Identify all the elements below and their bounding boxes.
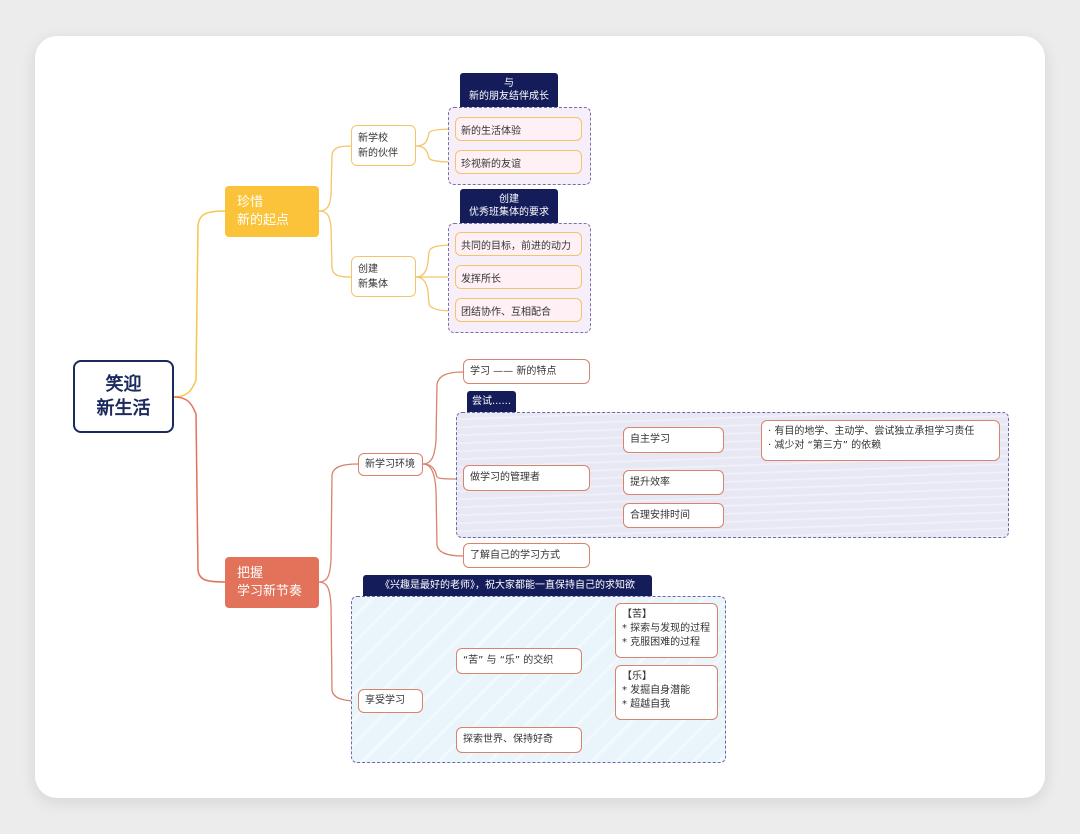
callout-tag-collective: 创建 优秀班集体的要求 [460,189,558,223]
leaf-time-planning[interactable]: 合理安排时间 [623,503,724,528]
note-bitter[interactable]: 【苦】 * 探索与发现的过程 * 克服困难的过程 [615,603,718,658]
leaf-value-friendship[interactable]: 珍视新的友谊 [455,150,582,174]
leaf-new-life[interactable]: 新的生活体验 [455,117,582,141]
leaf-common-goal[interactable]: 共同的目标，前进的动力 [455,232,582,256]
leaf-use-strengths[interactable]: 发挥所长 [455,265,582,289]
leaf-explore-curious[interactable]: 探索世界、保持好奇 [456,727,582,753]
branch-learning-rhythm[interactable]: 把握 学习新节奏 [225,557,319,608]
topic-new-environment[interactable]: 新学习环境 [358,453,423,476]
note-self-study-detail[interactable]: · 有目的地学、主动学、尝试独立承担学习责任 · 减少对 “第三方” 的依赖 [761,420,1000,461]
note-joy[interactable]: 【乐】 * 发掘自身潜能 * 超越自我 [615,665,718,720]
callout-tag-try: 尝试...... [467,391,516,412]
topic-new-collective[interactable]: 创建 新集体 [351,256,416,297]
topic-learning-manager[interactable]: 做学习的管理者 [463,465,590,491]
topic-new-school[interactable]: 新学校 新的伙伴 [351,125,416,166]
topic-enjoy-learning[interactable]: 享受学习 [358,689,423,713]
topic-bitter-and-joy[interactable]: “苦” 与 “乐” 的交织 [456,648,582,674]
leaf-improve-efficiency[interactable]: 提升效率 [623,470,724,495]
leaf-learning-feature[interactable]: 学习 —— 新的特点 [463,359,590,384]
callout-tag-interest: 《兴趣是最好的老师》，祝大家都能一直保持自己的求知欲 [363,575,652,596]
root-topic[interactable]: 笑迎 新生活 [73,360,174,433]
leaf-teamwork[interactable]: 团结协作、互相配合 [455,298,582,322]
branch-cherish-new-start[interactable]: 珍惜 新的起点 [225,186,319,237]
callout-tag-friends: 与 新的朋友结伴成长 [460,73,558,107]
leaf-know-learning-style[interactable]: 了解自己的学习方式 [463,543,590,568]
leaf-self-study[interactable]: 自主学习 [623,427,724,453]
